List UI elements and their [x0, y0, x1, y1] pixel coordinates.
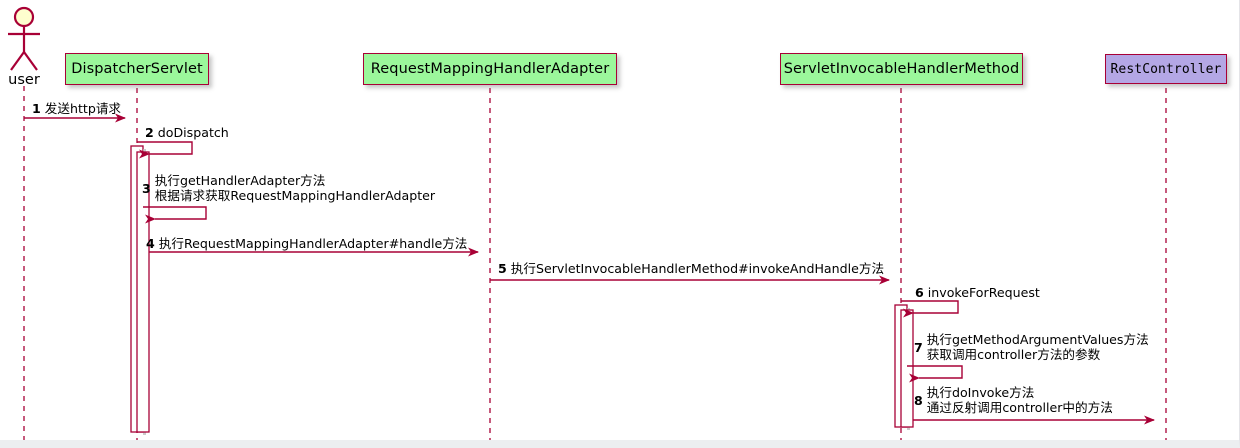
participant-rest-controller[interactable]: RestController: [1105, 54, 1227, 84]
message-text-line-2: 通过反射调用controller中的方法: [926, 400, 1113, 415]
message-text-line-1: 执行getHandlerAdapter方法: [154, 173, 326, 188]
message-text-lines: 执行getMethodArgumentValues方法 获取调用controll…: [927, 332, 1149, 362]
message-seq: 1: [32, 101, 41, 116]
arrow-msg-6-self: [901, 300, 959, 318]
message-text: 发送http请求: [44, 101, 122, 116]
message-text: 执行ServletInvocableHandlerMethod#invokeAn…: [510, 261, 885, 276]
message-text: doDispatch: [157, 125, 229, 140]
message-seq: 2: [145, 125, 154, 140]
message-label-6: 6 invokeForRequest: [915, 285, 1040, 300]
activation-servlet-invocable-handler-method-2: [900, 309, 914, 428]
participant-label: DispatcherServlet: [71, 61, 203, 77]
arrow-msg-2-self: [137, 141, 193, 159]
message-label-3: 3 执行getHandlerAdapter方法 根据请求获取RequestMap…: [142, 173, 435, 203]
message-seq: 3: [142, 180, 151, 196]
message-text-line-2: 获取调用controller方法的参数: [926, 347, 1101, 362]
message-label-1: 1 发送http请求: [32, 101, 121, 116]
message-seq: 6: [915, 285, 924, 300]
participant-label: RequestMappingHandlerAdapter: [370, 61, 610, 77]
participant-request-mapping-handler-adapter[interactable]: RequestMappingHandlerAdapter: [363, 53, 617, 85]
message-text-line-1: 执行doInvoke方法: [926, 385, 1035, 400]
message-seq: 5: [498, 261, 507, 276]
message-text: 执行RequestMappingHandlerAdapter#handle方法: [158, 236, 468, 251]
message-text-lines: 执行doInvoke方法 通过反射调用controller中的方法: [927, 385, 1113, 415]
actor-leg-right: [23, 51, 38, 71]
participant-label: RestController: [1110, 61, 1222, 77]
message-text-line-2: 根据请求获取RequestMappingHandlerAdapter: [154, 188, 436, 203]
actor-leg-left: [10, 51, 25, 71]
message-label-8: 8 执行doInvoke方法 通过反射调用controller中的方法: [914, 385, 1113, 415]
message-label-2: 2 doDispatch: [145, 125, 229, 140]
actor-head-icon: [13, 6, 35, 28]
message-label-4: 4 执行RequestMappingHandlerAdapter#handle方…: [146, 236, 467, 251]
message-text-line-1: 执行getMethodArgumentValues方法: [926, 332, 1149, 347]
arrow-msg-7-self: [907, 365, 963, 383]
message-seq: 7: [914, 339, 923, 355]
participant-dispatcher-servlet[interactable]: DispatcherServlet: [65, 53, 209, 85]
message-label-7: 7 执行getMethodArgumentValues方法 获取调用contro…: [914, 332, 1149, 362]
message-label-5: 5 执行ServletInvocableHandlerMethod#invoke…: [498, 261, 884, 276]
message-text: invokeForRequest: [927, 285, 1040, 300]
message-text-lines: 执行getHandlerAdapter方法 根据请求获取RequestMappi…: [155, 173, 435, 203]
actor-user-figure: [8, 6, 40, 71]
message-seq: 8: [914, 392, 923, 408]
participant-servlet-invocable-handler-method[interactable]: ServletInvocableHandlerMethod: [780, 53, 1023, 85]
arrow-msg-3-self: [143, 206, 207, 224]
participant-label: ServletInvocableHandlerMethod: [783, 61, 1020, 77]
actor-user-label: user: [8, 72, 40, 88]
message-seq: 4: [146, 236, 155, 251]
